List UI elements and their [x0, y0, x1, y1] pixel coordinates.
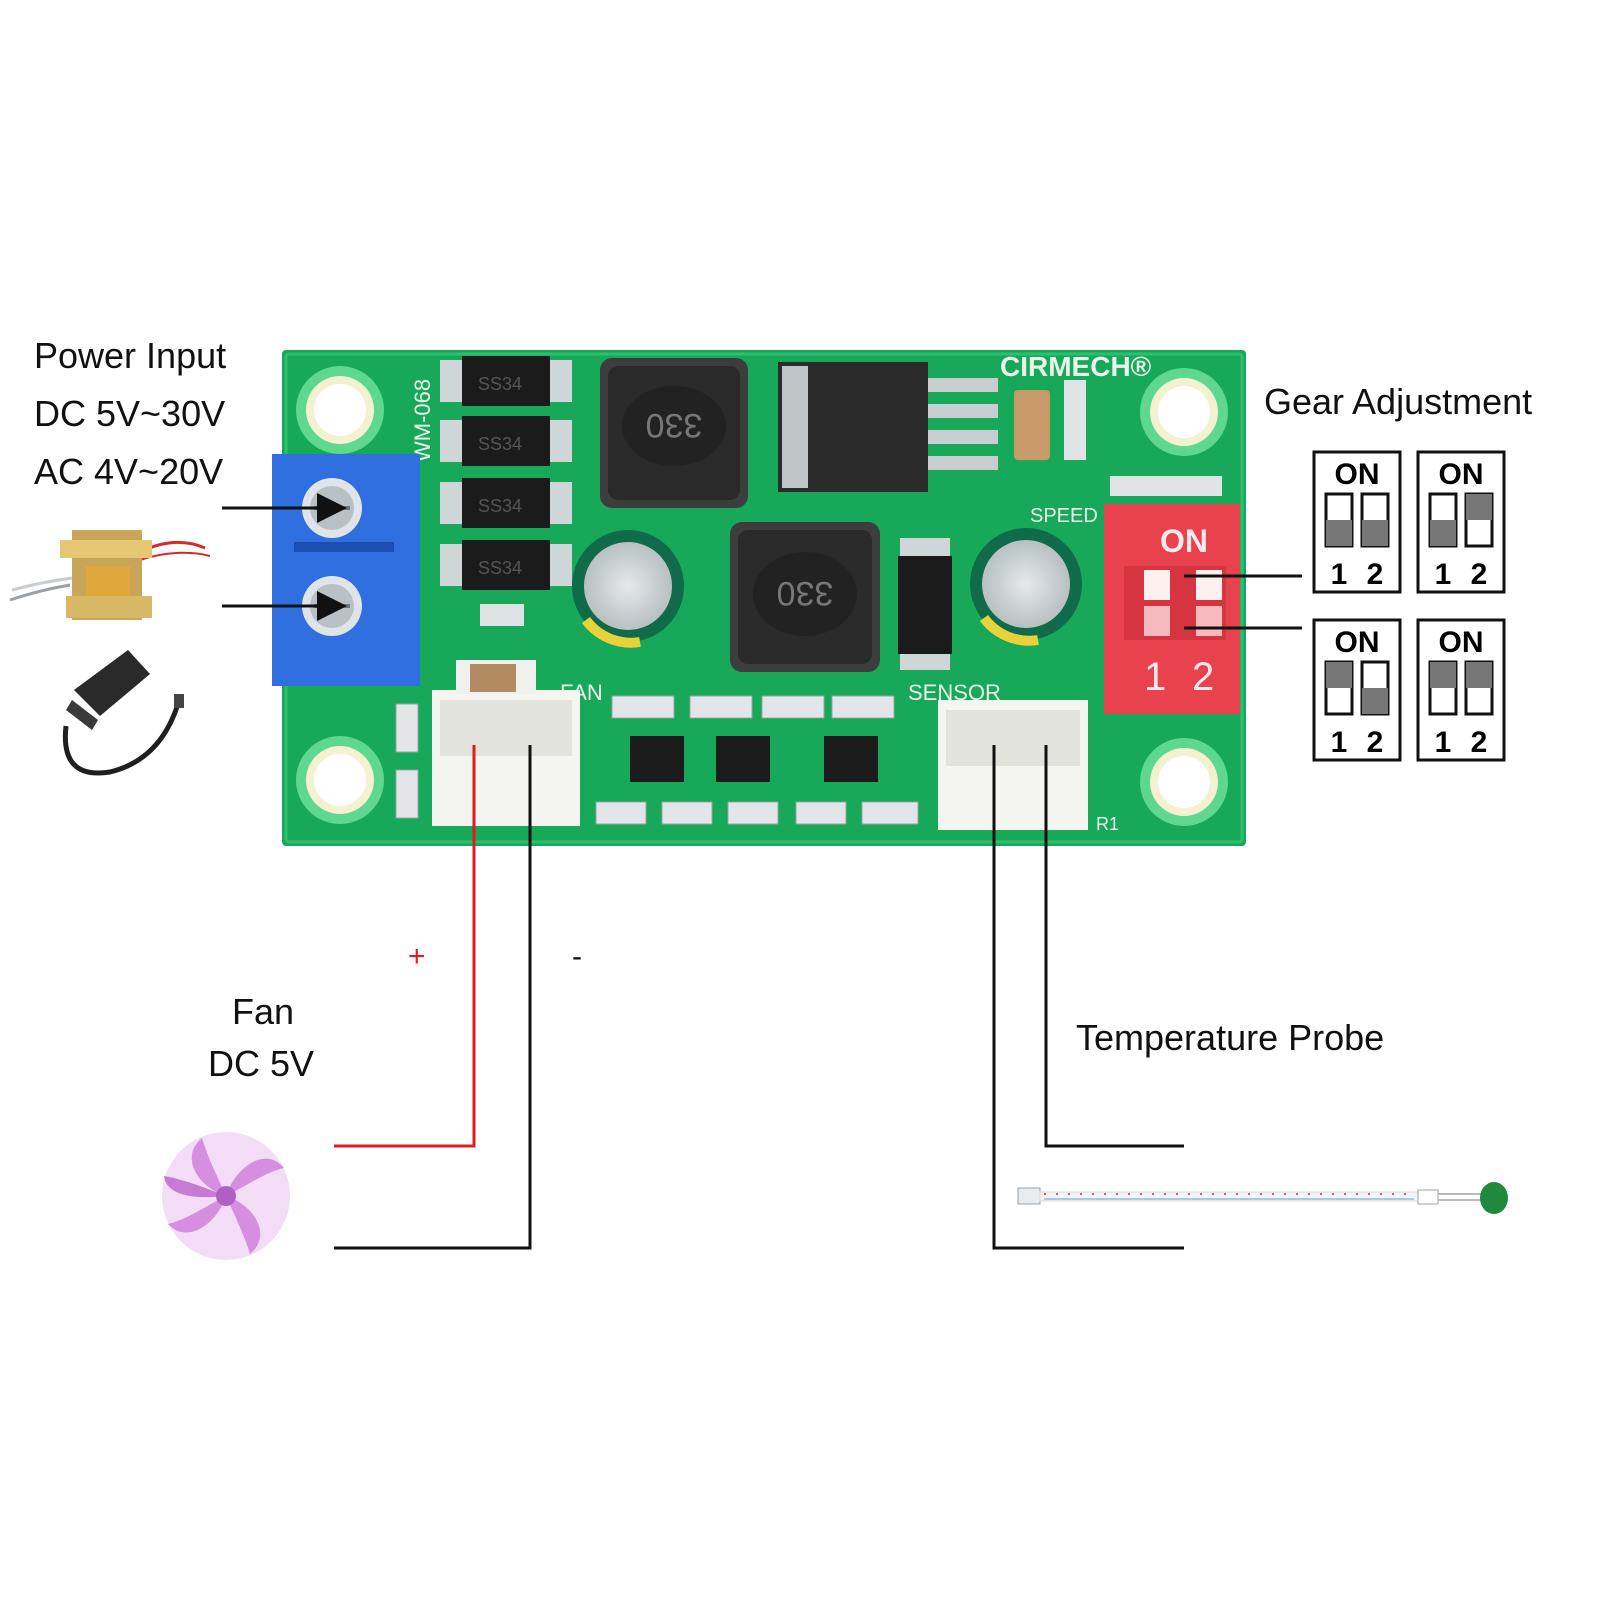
gear-state-box-2: ON 1 2 [1416, 450, 1506, 594]
gear-pointer-lines [1184, 574, 1302, 630]
transformer-icon [9, 530, 211, 620]
temperature-probe-title: Temperature Probe [1076, 1017, 1385, 1058]
fan-negative-wire [334, 745, 532, 1250]
svg-text:1: 1 [1331, 726, 1348, 759]
negative-sign: - [572, 940, 582, 973]
board-model-silk: WM-068 [410, 379, 435, 462]
mounting-hole-icon [1140, 368, 1228, 456]
smd-diode-icon: SS34 [440, 478, 572, 528]
electrolytic-capacitor-icon [572, 530, 684, 648]
power-dc-range: DC 5V~30V [34, 393, 226, 434]
svg-text:2: 2 [1471, 558, 1488, 591]
power-adapter-icon [62, 650, 184, 776]
gear-state-box-1: ON 1 2 [1312, 450, 1402, 594]
svg-text:1: 1 [1144, 655, 1166, 699]
gear-state-box-4: ON 1 2 [1416, 618, 1506, 762]
smd-resistor-row-icon [395, 695, 919, 825]
svg-text:2: 2 [1192, 655, 1214, 699]
smd-diode-icon: SS34 [440, 356, 572, 406]
mounting-hole-icon [296, 366, 384, 454]
dip-lever-1[interactable] [1144, 570, 1170, 600]
smd-resistor-icon [1110, 476, 1222, 496]
svg-text:1: 1 [1331, 558, 1348, 591]
fan-title: Fan [232, 991, 295, 1032]
power-inductor-icon: 330 [600, 358, 748, 508]
probe-wires [992, 745, 1184, 1250]
svg-text:2: 2 [1367, 726, 1384, 759]
smd-resistor-icon [1064, 380, 1086, 460]
fan-icon [162, 1132, 290, 1260]
svg-text:330: 330 [777, 574, 834, 612]
mounting-hole-icon [296, 736, 384, 824]
smd-transistor-icon [716, 736, 770, 782]
svg-text:2: 2 [1471, 726, 1488, 759]
dip-switch[interactable]: ON 1 2 [1104, 504, 1240, 714]
svg-text:ON: ON [1335, 626, 1380, 659]
positive-sign: + [408, 940, 426, 973]
svg-text:1: 1 [1435, 726, 1452, 759]
svg-text:2: 2 [1367, 558, 1384, 591]
smd-diode-icon: SS34 [440, 540, 572, 590]
smd-diode-icon [898, 538, 952, 670]
speed-silk: SPEED [1030, 505, 1098, 527]
power-inductor-icon: 330 [730, 522, 880, 672]
temperature-probe-icon [1017, 1182, 1508, 1214]
board-brand-silk: CIRMECH® [1000, 351, 1152, 382]
sensor-connector[interactable] [938, 700, 1088, 830]
fan-positive-wire [334, 745, 476, 1148]
smd-diode-icon: SS34 [440, 416, 572, 466]
svg-text:ON: ON [1335, 458, 1380, 491]
voltage-regulator-icon [778, 362, 998, 492]
electrolytic-capacitor-icon [970, 528, 1082, 646]
svg-text:SS34: SS34 [478, 374, 522, 394]
svg-text:ON: ON [1439, 626, 1484, 659]
svg-text:SS34: SS34 [478, 496, 522, 516]
fan-voltage: DC 5V [208, 1043, 315, 1084]
pcb-board: WM-068 CIRMECH® FAN SENSOR SPEED R1 SS34… [272, 350, 1246, 846]
svg-text:SS34: SS34 [478, 434, 522, 454]
smd-resistor-icon [480, 604, 524, 626]
smd-transistor-icon [630, 736, 684, 782]
svg-text:330: 330 [646, 406, 703, 444]
svg-text:ON: ON [1160, 523, 1208, 559]
power-terminal-block[interactable] [272, 454, 420, 686]
power-input-arrows [222, 493, 347, 621]
gear-state-box-3: ON 1 2 [1312, 618, 1402, 762]
smd-transistor-icon [824, 736, 878, 782]
mounting-hole-icon [1140, 738, 1228, 826]
r1-silk: R1 [1096, 814, 1119, 834]
smd-capacitor-icon [1014, 390, 1050, 460]
power-input-title: Power Input [34, 335, 227, 376]
svg-text:SS34: SS34 [478, 558, 522, 578]
svg-text:ON: ON [1439, 458, 1484, 491]
svg-text:1: 1 [1435, 558, 1452, 591]
power-ac-range: AC 4V~20V [34, 451, 224, 492]
fan-wires [334, 745, 532, 1250]
gear-adjustment-title: Gear Adjustment [1264, 381, 1533, 422]
fan-connector[interactable] [432, 660, 580, 826]
